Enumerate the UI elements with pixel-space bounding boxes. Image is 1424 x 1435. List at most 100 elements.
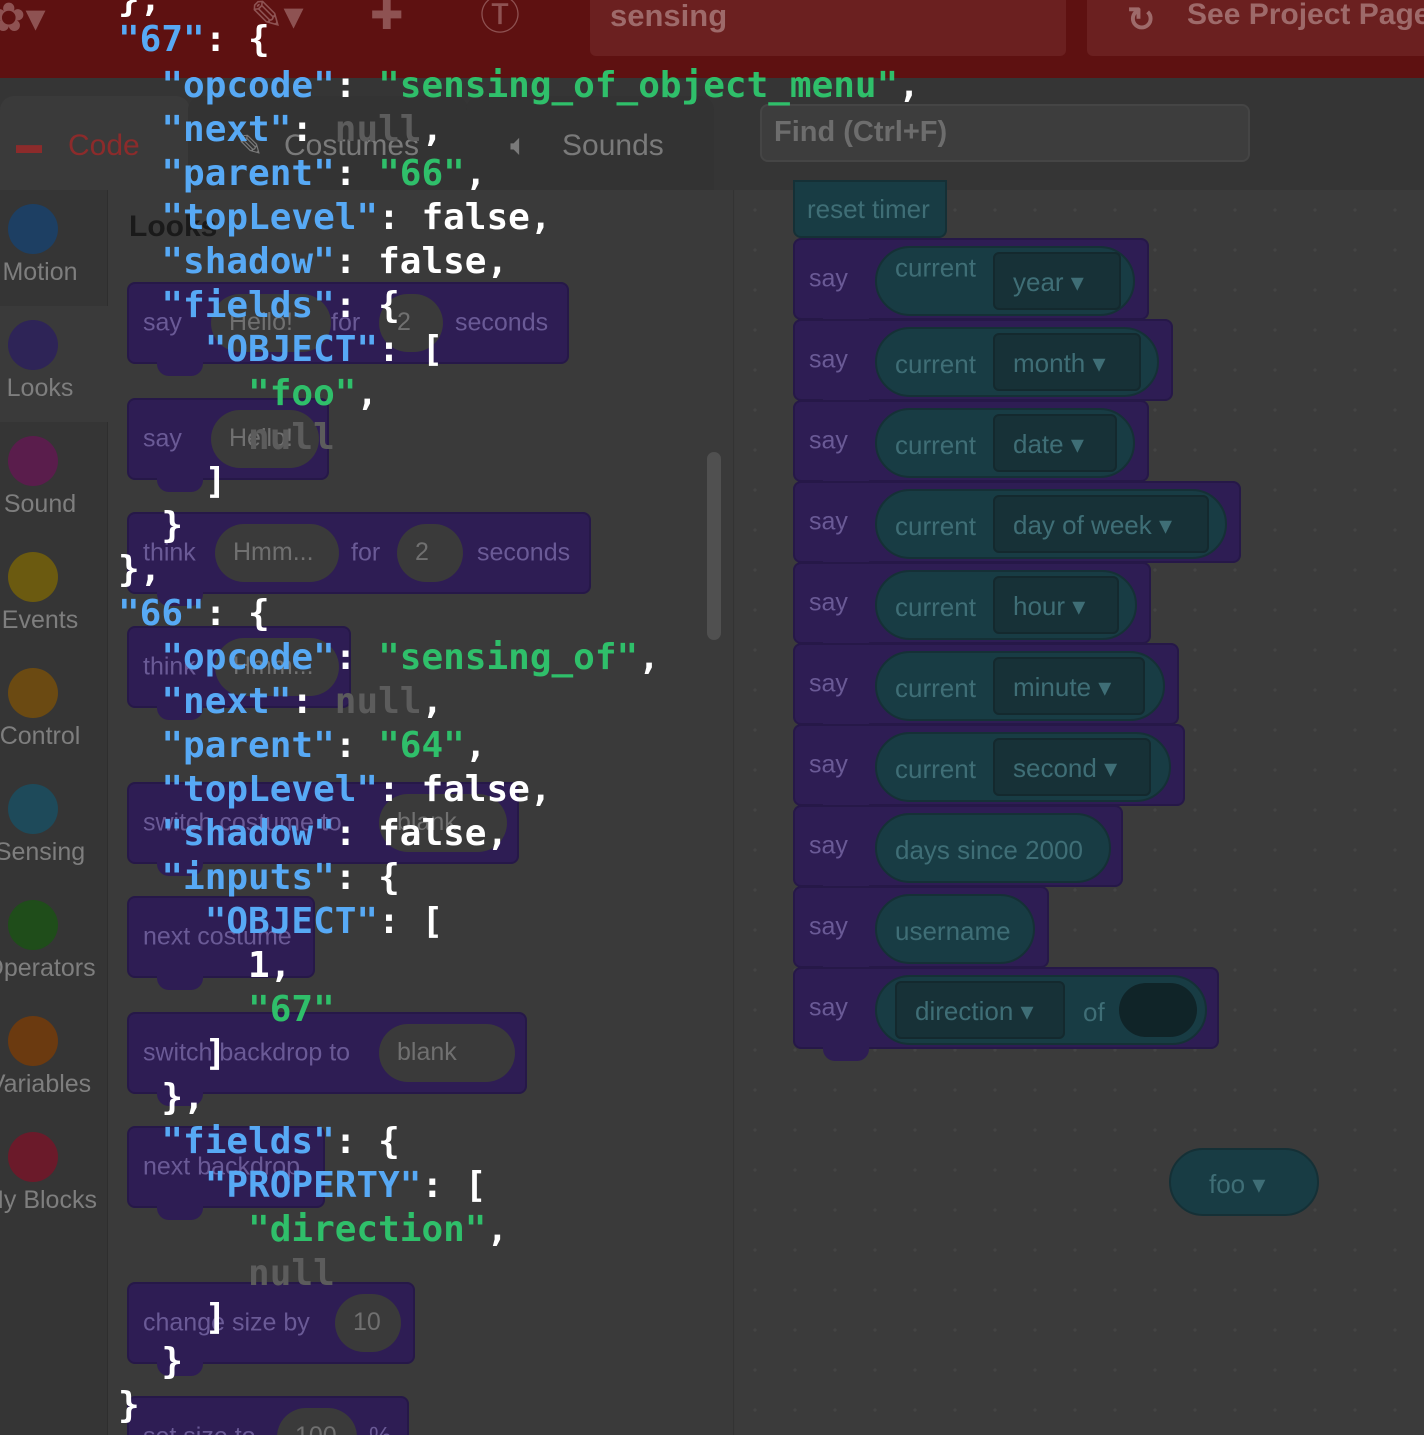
say-block[interactable]: say current date ▾ <box>793 400 1149 494</box>
time-unit-dropdown[interactable]: month ▾ <box>993 333 1141 391</box>
number-input[interactable]: 10 <box>335 1294 401 1352</box>
block-text: for <box>351 538 381 567</box>
palette-block-say-for-secs[interactable]: say Hello! for 2 seconds <box>127 282 569 376</box>
category-label: Sound <box>3 490 77 518</box>
category-dot <box>8 204 58 254</box>
dropdown-value: year <box>1013 267 1064 297</box>
current-reporter[interactable]: current date ▾ <box>875 408 1135 478</box>
reporter-text: current <box>895 754 976 784</box>
block-text: seconds <box>477 538 571 567</box>
palette-block-next-costume[interactable]: next costume <box>127 896 315 990</box>
palette-block-think-for-secs[interactable]: think Hmm... for 2 seconds <box>127 512 591 606</box>
palette-block-switch-backdrop[interactable]: switch backdrop to blank <box>127 1012 527 1106</box>
project-title-input[interactable]: sensing <box>590 0 1066 56</box>
palette-block-change-size[interactable]: change size by 10 <box>127 1282 415 1376</box>
category-looks[interactable]: Looks <box>0 306 108 422</box>
say-block[interactable]: say username <box>793 886 1049 980</box>
reporter-text: current <box>895 511 976 541</box>
category-my-blocks[interactable]: My Blocks <box>0 1118 108 1234</box>
current-reporter[interactable]: current second ▾ <box>875 732 1171 802</box>
category-sound[interactable]: Sound <box>0 422 108 538</box>
block-palette: Looks say Hello! for 2 seconds say Hello… <box>109 190 734 1435</box>
number-input[interactable]: 2 <box>397 524 463 582</box>
number-input[interactable]: 2 <box>379 294 443 352</box>
category-events[interactable]: Events <box>0 538 108 654</box>
time-unit-dropdown[interactable]: date ▾ <box>993 414 1117 472</box>
current-reporter[interactable]: current day of week ▾ <box>875 489 1227 559</box>
block-text: say <box>143 308 182 337</box>
current-reporter[interactable]: current minute ▾ <box>875 651 1165 721</box>
edit-icon[interactable]: ✎▾ <box>250 0 304 38</box>
backdrop-dropdown[interactable]: blank <box>379 1024 515 1082</box>
block-reset-timer[interactable]: reset timer <box>793 180 947 238</box>
reporter-text: current <box>895 430 976 460</box>
time-unit-dropdown[interactable]: second ▾ <box>993 738 1151 796</box>
time-unit-dropdown[interactable]: hour ▾ <box>993 576 1119 634</box>
text-input[interactable]: Hmm... <box>215 638 339 696</box>
property-dropdown[interactable]: direction ▾ <box>895 981 1065 1039</box>
sensing-of-reporter[interactable]: direction ▾ of <box>875 975 1207 1045</box>
object-menu-slot[interactable] <box>1119 983 1197 1037</box>
category-dot <box>8 668 58 718</box>
text-input[interactable]: Hello! <box>211 410 319 468</box>
dropdown-value: day of week <box>1013 510 1152 540</box>
time-unit-dropdown[interactable]: minute ▾ <box>993 657 1145 715</box>
block-text: change size by <box>143 1308 310 1337</box>
days-since-2000-reporter[interactable]: days since 2000 <box>875 813 1111 883</box>
category-label: Control <box>0 722 81 750</box>
reporter-text: of <box>1083 997 1105 1027</box>
palette-block-next-backdrop[interactable]: next backdrop <box>127 1126 325 1220</box>
category-label: My Blocks <box>0 1186 97 1214</box>
extension-icon[interactable]: ✚ <box>370 0 404 38</box>
palette-block-set-size[interactable]: set size to 100 % <box>127 1396 409 1435</box>
category-dot <box>8 552 58 602</box>
tab-costumes[interactable]: ✎ Costumes <box>188 96 468 190</box>
object-dropdown[interactable]: foo ▾ <box>1209 1169 1266 1199</box>
block-text: say <box>809 507 848 536</box>
category-control[interactable]: Control <box>0 654 108 770</box>
tab-sounds[interactable]: 🔈︎ Sounds <box>466 96 714 190</box>
see-project-page-button[interactable]: ↻ See Project Page <box>1087 0 1424 56</box>
category-dot <box>8 1132 58 1182</box>
block-text: say <box>809 588 848 617</box>
find-input[interactable]: Find (Ctrl+F) <box>760 104 1250 162</box>
settings-icon[interactable]: ✿▾ <box>0 0 46 40</box>
say-block[interactable]: say current day of week ▾ <box>793 481 1241 575</box>
time-unit-dropdown[interactable]: day of week ▾ <box>993 495 1209 553</box>
palette-block-think[interactable]: think Hmm... <box>127 626 351 720</box>
block-text: next costume <box>143 922 292 951</box>
block-text: say <box>809 426 848 455</box>
tab-code[interactable]: ▬ Code <box>0 96 190 190</box>
category-menu: Motion Looks Sound Events Control Sensin… <box>0 190 108 1435</box>
say-block[interactable]: say direction ▾of <box>793 967 1219 1061</box>
say-block[interactable]: say days since 2000 <box>793 805 1123 899</box>
text-input[interactable]: Hmm... <box>215 524 339 582</box>
category-label: Operators <box>0 954 96 982</box>
category-motion[interactable]: Motion <box>0 190 108 306</box>
category-operators[interactable]: Operators <box>0 886 108 1002</box>
costume-dropdown[interactable]: blank <box>379 794 507 852</box>
palette-scrollbar[interactable] <box>707 452 721 640</box>
speaker-icon: 🔈︎ <box>510 129 528 162</box>
turbowarp-icon[interactable]: Ⓣ <box>480 0 520 38</box>
palette-block-switch-costume[interactable]: switch costume to blank <box>127 782 519 876</box>
reporter-text: current <box>895 673 976 703</box>
category-label: Events <box>1 606 79 634</box>
palette-block-say[interactable]: say Hello! <box>127 398 329 492</box>
category-variables[interactable]: Variables <box>0 1002 108 1118</box>
category-sensing[interactable]: Sensing <box>0 770 108 886</box>
time-unit-dropdown[interactable]: year ▾ <box>993 252 1121 310</box>
username-reporter[interactable]: username <box>875 894 1035 964</box>
number-input[interactable]: 100 <box>277 1408 357 1435</box>
object-menu-block[interactable]: foo ▾ <box>1169 1148 1319 1216</box>
text-input[interactable]: Hello! <box>211 294 331 352</box>
